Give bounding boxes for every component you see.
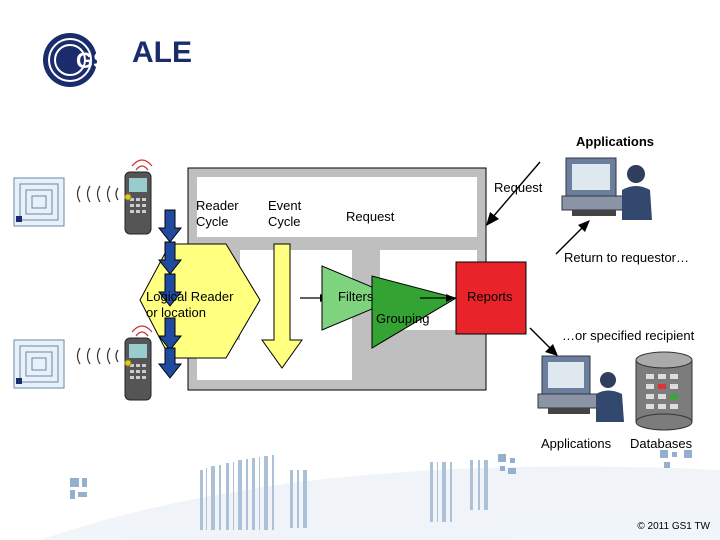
applications-bottom-label: Applications bbox=[541, 436, 612, 451]
filters-shape bbox=[321, 265, 400, 331]
reader-cycle-label-line2: Cycle bbox=[196, 214, 229, 229]
reports-label: Reports bbox=[467, 289, 513, 304]
return-to-requestor-label: Return to requestor… bbox=[564, 250, 690, 265]
gs1-logo: GS1 bbox=[43, 33, 120, 87]
specified-recipient-label: …or specified recipient bbox=[562, 328, 695, 343]
computer-user-icon bbox=[537, 355, 624, 422]
reader-cycle-arrows bbox=[157, 209, 183, 379]
event-cycle-label-line2: Cycle bbox=[268, 214, 301, 229]
filters-label: Filters bbox=[338, 289, 374, 304]
database-icon bbox=[635, 351, 693, 431]
grouping-label: Grouping bbox=[376, 311, 430, 326]
handheld-reader-icon bbox=[124, 325, 153, 401]
event-cycle-label-line1: Event bbox=[268, 198, 302, 213]
databases-label: Databases bbox=[630, 436, 693, 451]
barcode-decoration bbox=[40, 450, 720, 540]
reports-box bbox=[455, 261, 527, 335]
copyright-footer: © 2011 GS1 TW bbox=[637, 521, 710, 532]
rfid-tag-icon bbox=[13, 339, 65, 389]
request-inner-label: Request bbox=[346, 209, 395, 224]
applications-top-label: Applications bbox=[576, 134, 655, 149]
radio-wave-icon bbox=[76, 347, 119, 365]
gs1-logo-text: GS1 bbox=[76, 48, 120, 73]
logical-reader-label-line1: Logical Reader bbox=[146, 289, 234, 304]
grouping-shape bbox=[371, 275, 458, 349]
radio-wave-icon bbox=[76, 185, 119, 203]
page-title: ALE bbox=[132, 36, 192, 69]
request-right-label: Request bbox=[494, 180, 543, 195]
logical-reader-label-line2: or location bbox=[146, 305, 206, 320]
event-cycle-arrow bbox=[261, 243, 303, 369]
handheld-reader-icon bbox=[124, 159, 153, 235]
rfid-tag-icon bbox=[13, 177, 65, 227]
computer-user-icon bbox=[561, 157, 652, 220]
reader-cycle-label-line1: Reader bbox=[196, 198, 239, 213]
frame-top-area bbox=[197, 177, 477, 237]
